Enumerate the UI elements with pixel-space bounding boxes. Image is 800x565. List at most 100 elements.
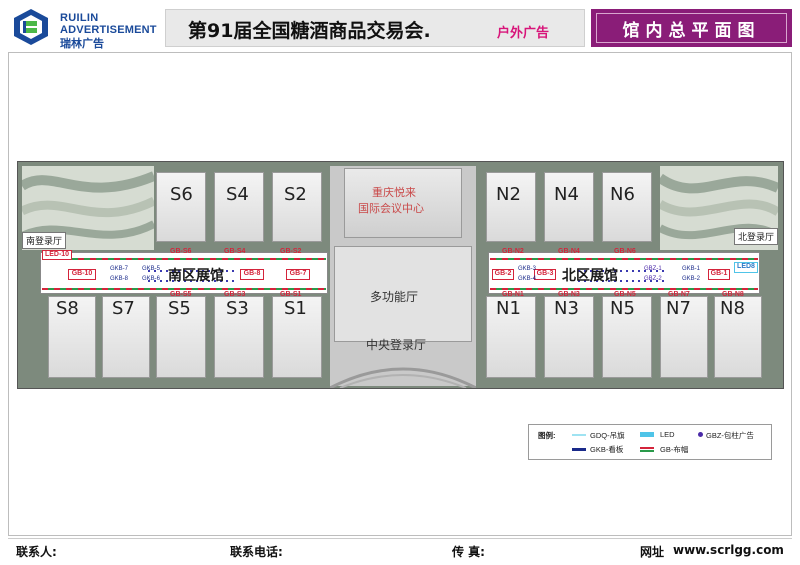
north-hall-name: 北区展馆	[562, 268, 618, 284]
label-n8: N8	[720, 298, 745, 319]
footer-fax: 传 真:	[452, 545, 485, 559]
south-hanging-flags-2	[148, 280, 238, 282]
gb-s5: GB-S5	[170, 291, 192, 298]
legend-gbz-swatch	[698, 432, 703, 437]
page-subtitle: 户外广告	[497, 26, 550, 41]
building-s5	[156, 296, 206, 378]
label-n1: N1	[496, 298, 521, 319]
footer-contact: 联系人:	[16, 545, 57, 559]
multi-function-hall	[334, 246, 472, 342]
gb-1: GB-1	[708, 269, 730, 280]
gb-8: GB-8	[240, 269, 264, 280]
building-n7	[660, 296, 708, 378]
building-s2	[272, 172, 322, 242]
label-n4: N4	[554, 184, 579, 205]
legend-gbz: GBZ-包柱广告	[706, 431, 754, 440]
label-s8: S8	[56, 298, 79, 319]
gb-s4: GB-S4	[224, 248, 246, 255]
label-n2: N2	[496, 184, 521, 205]
gb-s2: GB-S2	[280, 248, 302, 255]
building-s4	[214, 172, 264, 242]
legend-title: 图例:	[538, 431, 556, 440]
gkb-3: GKB-3	[518, 266, 537, 272]
logo-text-line1: RUILIN	[60, 12, 99, 24]
building-s8	[48, 296, 96, 378]
label-s7: S7	[112, 298, 135, 319]
led-south: LED-10	[42, 250, 72, 260]
gbz-2: GBZ-2	[644, 276, 662, 282]
label-s6: S6	[170, 184, 193, 205]
gb-2: GB-2	[492, 269, 514, 280]
legend-gdq: GDQ-吊旗	[590, 431, 625, 440]
venue-floor-plan: S6 S4 S2 南登录厅 GB-S6 GB-S4 GB-S2 GB-S5 GB…	[17, 161, 784, 389]
south-banner-top	[42, 258, 326, 260]
gkb-1: GKB-1	[682, 266, 701, 272]
legend-led-swatch	[640, 432, 654, 437]
gkb-6: GKB-6	[142, 276, 161, 282]
footer-website-label: 网址	[640, 545, 665, 559]
ruilin-logo-icon	[14, 9, 48, 45]
section-badge-label: 馆内总平面图	[622, 21, 761, 41]
building-n3	[544, 296, 594, 378]
label-s3: S3	[226, 298, 249, 319]
map-legend	[528, 424, 772, 460]
gb-s6: GB-S6	[170, 248, 192, 255]
gb-n1: GB-N1	[502, 291, 524, 298]
section-badge-border	[596, 13, 787, 43]
building-n6	[602, 172, 652, 242]
north-banner-bottom	[490, 288, 758, 290]
building-s6	[156, 172, 206, 242]
gbz-1: GBZ-1	[644, 266, 662, 272]
label-s1: S1	[284, 298, 307, 319]
legend-gkb-swatch	[572, 448, 586, 451]
gb-n7: GB-N7	[668, 291, 690, 298]
gkb-5: GKB-5	[142, 266, 161, 272]
label-n7: N7	[666, 298, 691, 319]
gkb-8: GKB-8	[110, 276, 129, 282]
label-s5: S5	[168, 298, 191, 319]
multi-hall-label: 多功能厅	[370, 290, 419, 304]
gb-n8: GB-N8	[722, 291, 744, 298]
footer-website-link[interactable]: www.scrlgg.com	[673, 543, 784, 557]
south-hall-name: 南区展馆	[168, 268, 224, 284]
label-n3: N3	[554, 298, 579, 319]
gb-7: GB-7	[286, 269, 310, 280]
gb-n4: GB-N4	[558, 248, 580, 255]
section-badge	[591, 9, 792, 47]
building-s3	[214, 296, 264, 378]
legend-led: LED	[660, 430, 675, 439]
south-banner-bottom	[42, 288, 326, 290]
gb-n3: GB-N3	[558, 291, 580, 298]
footer-divider	[8, 538, 792, 539]
south-lobby-label: 南登录厅	[22, 232, 67, 249]
building-n5	[602, 296, 652, 378]
gb-n5: GB-N5	[614, 291, 636, 298]
legend-gb: GB-布幅	[660, 445, 689, 454]
label-s2: S2	[284, 184, 307, 205]
gb-s1: GB-S1	[280, 291, 302, 298]
center-arc-road-icon	[330, 367, 476, 388]
building-s7	[102, 296, 150, 378]
label-s4: S4	[226, 184, 249, 205]
title-bar	[165, 9, 585, 47]
north-hanging-flags	[578, 270, 668, 272]
legend-gdq-swatch	[572, 434, 586, 436]
logo-text-line2: ADVERTISEMENT	[60, 24, 157, 36]
legend-gkb: GKB-看板	[590, 445, 624, 454]
label-n5: N5	[610, 298, 635, 319]
south-hanging-flags	[148, 270, 238, 272]
conference-center-building	[344, 168, 462, 238]
conference-label-2: 国际会议中心	[358, 202, 424, 215]
gb-3: GB-3	[534, 269, 556, 280]
gkb-7: GKB-7	[110, 266, 129, 272]
building-s1	[272, 296, 322, 378]
legend-gb-swatch-red	[640, 447, 654, 449]
legend-gb-swatch-green	[640, 450, 654, 452]
north-hanging-flags-2	[578, 280, 668, 282]
building-n8	[714, 296, 762, 378]
building-n4	[544, 172, 594, 242]
north-banner-top	[490, 258, 758, 260]
building-n1	[486, 296, 536, 378]
gkb-2: GKB-2	[682, 276, 701, 282]
gkb-4: GKB-4	[518, 276, 537, 282]
